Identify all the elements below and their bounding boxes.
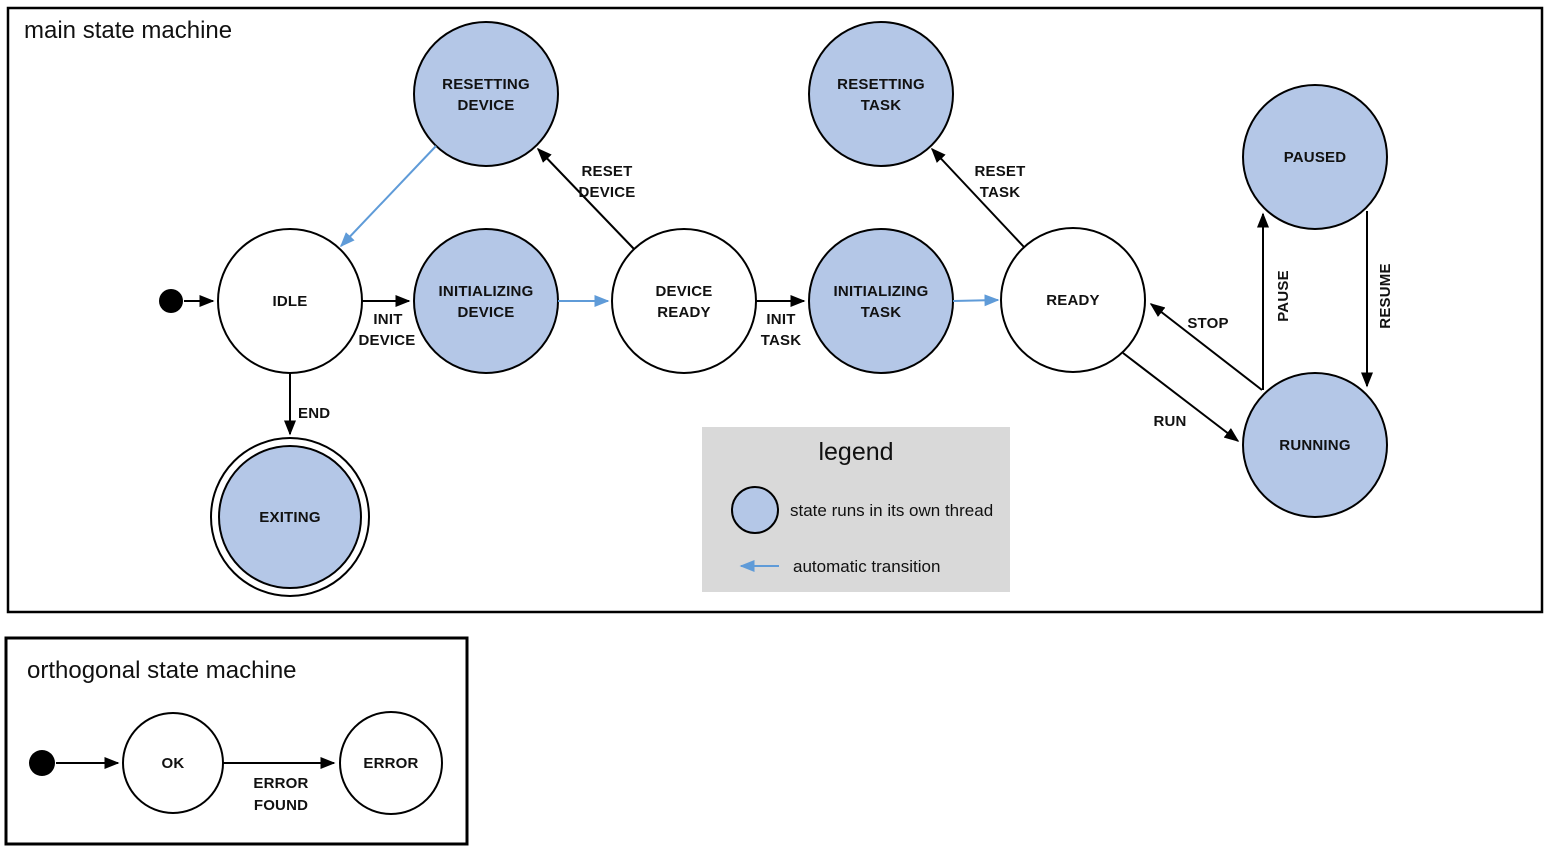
orthogonal-state-machine: orthogonal state machine OK ERROR FOUND … [4, 636, 469, 846]
state-exiting-circle [218, 445, 362, 589]
legend-auto-note: automatic transition [793, 557, 940, 576]
legend-thread-note: state runs in its own thread [790, 501, 993, 520]
state-ready-circle [1000, 227, 1146, 373]
state-device-ready-label-line2: READY [657, 304, 711, 321]
orthogonal-title: orthogonal state machine [27, 657, 297, 684]
state-initializing-task-label-line2: TASK [861, 304, 902, 321]
initial-state-dot [159, 289, 183, 313]
transition-error-found-label-line1: ERROR [253, 775, 308, 792]
state-exiting-label: EXITING [259, 509, 320, 526]
transition-pause-label: PAUSE [1275, 270, 1292, 322]
transition-init-task-label-line1: INIT [766, 311, 795, 328]
transition-stop-label: STOP [1187, 315, 1228, 332]
state-initializing-task-label-line1: INITIALIZING [834, 283, 929, 300]
transition-ready-to-resetting-task [930, 147, 1025, 248]
state-ready-label: READY [1046, 292, 1100, 309]
state-resetting-task-label-line1: RESETTING [837, 76, 925, 93]
state-resetting-device-label-line1: RESETTING [442, 76, 530, 93]
transition-end-label: END [298, 405, 330, 422]
state-resetting-device-label-line2: DEVICE [457, 97, 514, 114]
transition-resume-label: RESUME [1377, 263, 1394, 328]
legend: legend state runs in its own thread auto… [702, 427, 1010, 592]
transition-reset-task-label-line1: RESET [974, 163, 1025, 180]
main-state-machine: main state machine IDLE RESETTING DEVICE… [6, 6, 1544, 614]
state-ok-label: OK [162, 755, 185, 772]
transition-device-ready-to-resetting-device [536, 147, 635, 250]
state-error-label: ERROR [363, 755, 418, 772]
transition-run-label: RUN [1153, 413, 1186, 430]
orthogonal-initial-state-dot [29, 750, 55, 776]
transition-reset-device-label-line1: RESET [581, 163, 632, 180]
state-resetting-task-circle [808, 21, 954, 167]
state-initializing-device-label-line2: DEVICE [457, 304, 514, 321]
transition-reset-device-label-line2: DEVICE [578, 184, 635, 201]
state-resetting-task-label-line2: TASK [861, 97, 902, 114]
transition-error-found-label-line2: FOUND [254, 797, 308, 814]
transition-resetting-device-to-idle-auto [339, 145, 437, 248]
main-title: main state machine [24, 17, 232, 44]
state-idle-label: IDLE [273, 293, 308, 310]
transition-ready-to-running [1122, 352, 1240, 442]
state-initializing-device-circle [413, 228, 559, 374]
state-error-circle [339, 711, 443, 815]
state-paused-circle [1242, 84, 1388, 230]
state-device-ready-circle [611, 228, 757, 374]
orthogonal-frame [4, 636, 469, 846]
state-resetting-device-circle [413, 21, 559, 167]
transition-reset-task-label-line2: TASK [980, 184, 1021, 201]
transition-init-task-label-line2: TASK [761, 332, 802, 349]
state-initializing-task-circle [808, 228, 954, 374]
main-frame [6, 6, 1544, 614]
transition-init-device-label-line2: DEVICE [358, 332, 415, 349]
transition-initializing-task-to-ready-auto [952, 294, 1000, 307]
state-device-ready-label-line1: DEVICE [655, 283, 712, 300]
transition-init-device-label-line1: INIT [373, 311, 402, 328]
state-running-circle [1242, 372, 1388, 518]
legend-thread-state-icon [731, 486, 779, 534]
state-running-label: RUNNING [1279, 437, 1350, 454]
state-paused-label: PAUSED [1284, 149, 1347, 166]
state-initializing-device-label-line1: INITIALIZING [439, 283, 534, 300]
legend-title: legend [818, 438, 893, 466]
transition-running-to-ready [1149, 303, 1263, 391]
